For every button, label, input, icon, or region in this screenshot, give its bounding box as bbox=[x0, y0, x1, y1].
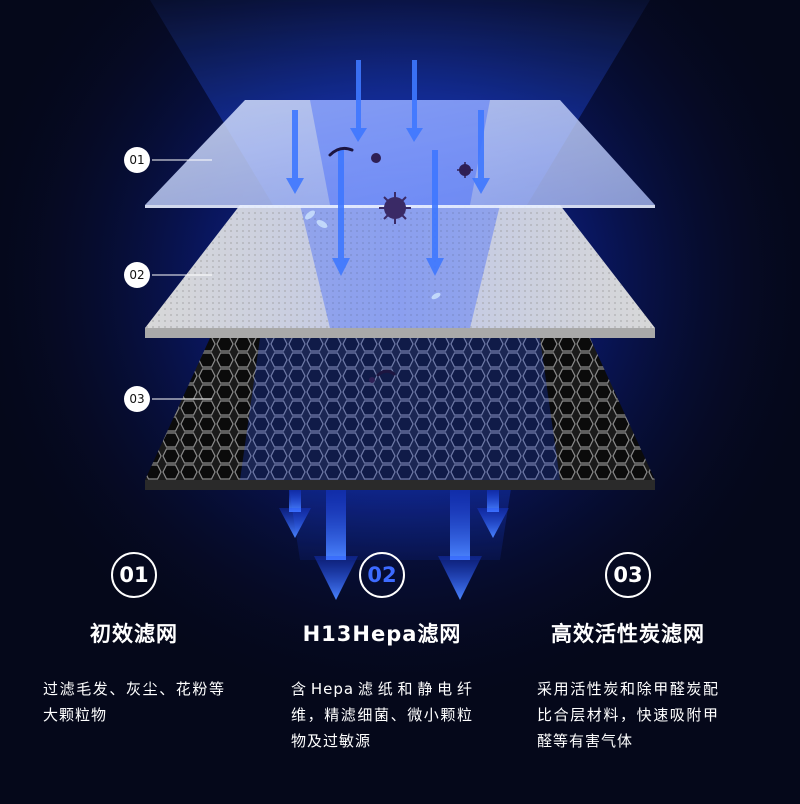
virus-icon bbox=[379, 192, 411, 224]
mite-icon bbox=[328, 146, 396, 377]
feature-number-02: 02 bbox=[359, 552, 405, 598]
bacteria-icon bbox=[369, 153, 473, 383]
layer-leader-lines bbox=[152, 159, 212, 400]
layer-label-01: 01 bbox=[124, 147, 150, 173]
feature-desc-01: 过滤毛发、灰尘、花粉等大颗粒物 bbox=[43, 680, 225, 724]
downward-airflow-arrow-icon bbox=[279, 490, 509, 600]
feature-title-01: 初效滤网 bbox=[90, 622, 178, 646]
feature-desc-02: 含Hepa滤纸和静电纤维，精滤细菌、微小颗粒物及过敏源 bbox=[291, 680, 473, 750]
layer-label-02: 02 bbox=[124, 262, 150, 288]
feature-number-01: 01 bbox=[111, 552, 157, 598]
feature-title-02: H13Hepa滤网 bbox=[302, 622, 462, 646]
feature-title-03: 高效活性炭滤网 bbox=[551, 622, 705, 646]
layer-01-prefilter bbox=[145, 100, 655, 208]
feature-number-03: 03 bbox=[605, 552, 651, 598]
feature-carbon: 03 高效活性炭滤网 采用活性炭和除甲醛炭配比合层材料，快速吸附甲醛等有害气体 bbox=[508, 552, 748, 754]
downward-airflow-arrow-icon bbox=[286, 60, 490, 276]
layer-03-carbon bbox=[145, 338, 655, 490]
feature-desc-03: 采用活性炭和除甲醛炭配比合层材料，快速吸附甲醛等有害气体 bbox=[537, 680, 719, 750]
feature-hepa: 02 H13Hepa滤网 含Hepa滤纸和静电纤维，精滤细菌、微小颗粒物及过敏源 bbox=[262, 552, 502, 754]
layer-02-hepa bbox=[145, 205, 655, 338]
feature-prefilter: 01 初效滤网 过滤毛发、灰尘、花粉等大颗粒物 bbox=[14, 552, 254, 728]
layer-label-03: 03 bbox=[124, 386, 150, 412]
